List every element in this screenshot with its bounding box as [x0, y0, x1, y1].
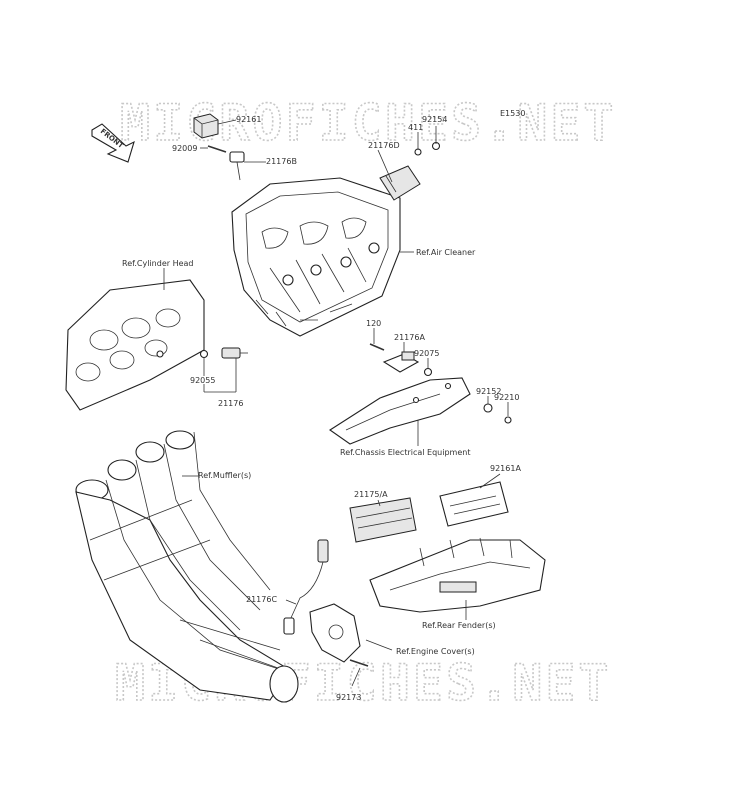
washer-92075: [423, 367, 433, 377]
label-92154: 92154: [422, 115, 447, 124]
sensor-21176d-part: [379, 165, 421, 201]
o2-sensor-21176c-part: [283, 539, 329, 635]
label-21176: 21176: [218, 399, 243, 408]
label-92173: 92173: [336, 693, 361, 702]
label-21176d: 21176D: [368, 141, 400, 150]
bolt-92009: [207, 145, 227, 153]
label-92152: 92152: [476, 387, 501, 396]
label-120: 120: [366, 319, 381, 328]
label-411: 411: [408, 123, 423, 132]
ref-air-cleaner: Ref.Air Cleaner: [416, 248, 476, 257]
exhaust-headers-part: [75, 430, 299, 703]
label-92009: 92009: [172, 144, 197, 153]
label-21176a: 21176A: [394, 333, 425, 342]
ref-rear-fender: Ref.Rear Fender(s): [422, 621, 496, 630]
sensor-21176b-part: [229, 151, 245, 181]
cover-92161a-part: [439, 481, 509, 527]
ref-cylinder-head: Ref.Cylinder Head: [122, 259, 193, 268]
label-21176c: 21176C: [246, 595, 277, 604]
chassis-bracket-part: [329, 377, 471, 445]
diagram-code: E1530: [500, 109, 525, 118]
label-21176b: 21176B: [266, 157, 297, 166]
ref-engine-cover: Ref.Engine Cover(s): [396, 647, 475, 656]
bolt-92210: [504, 416, 512, 424]
grommet-92152: [483, 403, 493, 413]
sensor-21176-part: [221, 347, 248, 359]
label-92161: 92161: [236, 115, 261, 124]
washer-92055: [199, 349, 209, 359]
bolt-120: [369, 343, 385, 351]
throttle-body-assembly: [231, 177, 401, 337]
label-92161a: 92161A: [490, 464, 521, 473]
label-92055: 92055: [190, 376, 215, 385]
engine-cover-part: [309, 603, 369, 667]
sensor-cap-part: [193, 113, 219, 139]
label-21175a: 21175/A: [354, 490, 388, 499]
ecu-21175a-part: [349, 497, 417, 543]
leader-lines: [163, 119, 509, 687]
label-92210: 92210: [494, 393, 519, 402]
label-92075: 92075: [414, 349, 439, 358]
ref-muffler: Ref.Muffler(s): [198, 471, 251, 480]
cylinder-head-part: [65, 279, 205, 411]
rear-fender-part: [369, 537, 546, 613]
bracket-21176a-part: [382, 351, 420, 373]
ref-chassis-electrical: Ref.Chassis Electrical Equipment: [340, 448, 470, 457]
